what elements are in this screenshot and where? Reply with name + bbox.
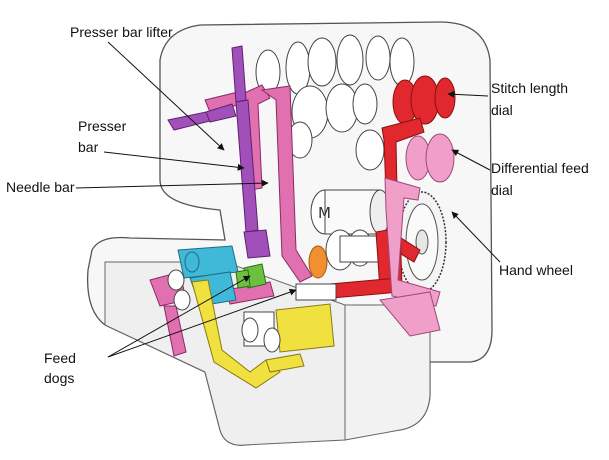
yellow-linkage xyxy=(191,279,335,389)
leader-presser-bar xyxy=(103,151,245,171)
leader-presser-bar-lifter xyxy=(107,41,225,151)
label-feed-dogs-line2: dogs xyxy=(44,370,75,386)
label-presser-bar-line2: bar xyxy=(78,139,99,155)
label-differential-line1: Differential feed xyxy=(491,160,589,176)
label-needle-bar: Needle bar xyxy=(6,179,75,195)
lower-drive xyxy=(325,229,381,271)
presser-bar-lifter-mechanism xyxy=(167,45,271,259)
leader-lines xyxy=(75,41,501,358)
leader-needle-bar xyxy=(75,179,269,189)
orange-drive-gear xyxy=(308,245,328,279)
leader-stitch-length-dial xyxy=(447,90,489,98)
motor-mark: M xyxy=(318,204,331,222)
label-feed-dogs-line1: Feed xyxy=(44,350,76,366)
label-presser-bar-line1: Presser xyxy=(78,118,127,134)
leader-feed-dogs-2 xyxy=(107,288,297,358)
label-stitch-length-line2: dial xyxy=(491,102,513,118)
side-panel xyxy=(344,304,431,441)
upper-gear-stack xyxy=(255,34,415,171)
leader-feed-dogs-1 xyxy=(107,275,251,358)
label-presser-bar-lifter: Presser bar lifter xyxy=(70,24,173,40)
leader-differential-feed-dial xyxy=(451,149,491,171)
label-hand-wheel: Hand wheel xyxy=(499,262,573,278)
motor: M xyxy=(310,189,391,235)
label-differential-line2: dial xyxy=(491,182,513,198)
lower-white-parts xyxy=(167,269,337,353)
leader-hand-wheel xyxy=(451,211,501,263)
label-stitch-length-line1: Stitch length xyxy=(491,80,569,96)
differential-feed-mechanism xyxy=(379,133,455,337)
